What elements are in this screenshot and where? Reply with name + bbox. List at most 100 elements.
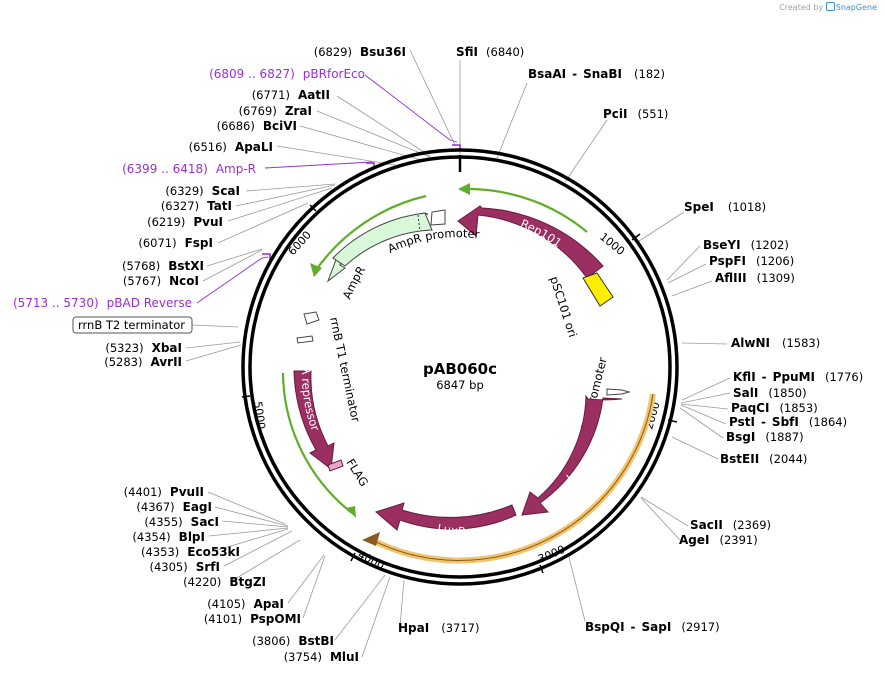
site-pvui-pos: (6219) bbox=[147, 215, 185, 229]
lambda-repressor-arrow[interactable] bbox=[293, 370, 335, 470]
svg-text:KflI-PpuMI(1776): KflI-PpuMI(1776) bbox=[733, 370, 863, 384]
svg-text:(6219)PvuI: (6219)PvuI bbox=[147, 215, 223, 229]
site-btgzi-pos: (4220) bbox=[183, 575, 221, 589]
site-xbai: XbaI bbox=[152, 341, 182, 355]
site-bcivi: BciVI bbox=[263, 119, 297, 133]
svg-text:(4355)SacI: (4355)SacI bbox=[144, 515, 219, 529]
svg-text:(4220)BtgZI: (4220) BtgZI bbox=[183, 575, 266, 589]
flag-tag[interactable] bbox=[327, 459, 344, 472]
tick-5000: 5000 bbox=[251, 401, 268, 431]
svg-text:(4401)PvuII: (4401) PvuII bbox=[124, 485, 204, 499]
site-zrai-pos: (6769) bbox=[239, 104, 277, 118]
site-sfii: SfiI bbox=[456, 45, 478, 59]
site-ppumi: PpuMI bbox=[773, 370, 815, 384]
snapgene-logo-icon bbox=[825, 2, 835, 11]
site-saci: SacI bbox=[191, 515, 219, 529]
left-site-labels: (6829)Bsu36I (6771)AatII (6769)ZraI (668… bbox=[104, 45, 406, 664]
green-track-arrowheads bbox=[310, 183, 470, 518]
svg-text:BspQI-SapI(2917): BspQI-SapI(2917) bbox=[585, 620, 720, 634]
site-bsgi-pos: (1887) bbox=[765, 430, 803, 444]
site-pvuii-pos: (4401) bbox=[124, 485, 162, 499]
svg-text:(4353)Eco53kI: (4353) Eco53kI bbox=[141, 545, 240, 559]
site-spei: SpeI bbox=[684, 200, 714, 214]
site-apali: ApaLI bbox=[235, 140, 273, 154]
svg-text:PaqCI(1853): PaqCI(1853) bbox=[731, 401, 818, 415]
svg-text:SalI(1850): SalI(1850) bbox=[733, 386, 807, 400]
green-track-top bbox=[469, 187, 588, 233]
green-track-left bbox=[281, 372, 353, 514]
svg-text:(6329)ScaI: (6329)ScaI bbox=[165, 184, 240, 198]
rep101-arrow[interactable] bbox=[457, 205, 604, 279]
primer-pbadrev: pBAD Reverse bbox=[107, 296, 192, 310]
site-apai: ApaI bbox=[254, 597, 284, 611]
rrnb-t1-terminator[interactable] bbox=[303, 311, 320, 325]
primer-labels: (6809 .. 6827)pBRforEco (6399 .. 6418)Am… bbox=[13, 67, 365, 310]
site-agei: AgeI bbox=[679, 533, 709, 547]
svg-text:BsaAI-SnaBI(182): BsaAI-SnaBI(182) bbox=[528, 67, 665, 81]
lac-promoter-arrow[interactable] bbox=[606, 388, 631, 396]
site-kfli: KflI bbox=[733, 370, 756, 384]
site-bspqi: BspQI bbox=[585, 620, 625, 634]
site-afliii: AflIII bbox=[715, 271, 747, 285]
site-pcii-pos: (551) bbox=[638, 107, 669, 121]
site-bseyi-pos: (1202) bbox=[751, 238, 789, 252]
site-pcii: PciI bbox=[603, 107, 628, 121]
svg-text:(5323)XbaI: (5323)XbaI bbox=[105, 341, 182, 355]
primer-pbrforeco: pBRforEco bbox=[303, 67, 365, 81]
svg-text:(4105)ApaI: (4105)ApaI bbox=[207, 597, 284, 611]
primer-ampr-range: (6399 .. 6418) bbox=[122, 162, 208, 176]
svg-text:(4101)PspOMI: (4101)PspOMI bbox=[204, 612, 301, 626]
psc101-ori[interactable] bbox=[582, 272, 614, 307]
site-sfii-pos: (6840) bbox=[486, 45, 524, 59]
site-btgzi: BtgZI bbox=[229, 575, 266, 589]
svg-text:SpeI(1018): SpeI(1018) bbox=[684, 200, 766, 214]
site-bsteii: BstEII bbox=[720, 452, 759, 466]
site-eco53ki: Eco53kI bbox=[187, 545, 240, 559]
site-bsteii-pos: (2044) bbox=[769, 452, 807, 466]
site-apali-pos: (6516) bbox=[189, 140, 227, 154]
site-pspomi: PspOMI bbox=[250, 612, 301, 626]
site-hpai-pos: (3717) bbox=[441, 621, 479, 635]
site-tati-pos: (6327) bbox=[161, 199, 199, 213]
plasmid-length: 6847 bp bbox=[436, 378, 484, 392]
ampr-promoter-arrow[interactable] bbox=[430, 209, 446, 226]
site-bspqi-pos: (2917) bbox=[681, 620, 719, 634]
svg-text:(5283)AvrII: (5283)AvrII bbox=[104, 355, 182, 369]
svg-text:AlwNI(1583): AlwNI(1583) bbox=[731, 336, 820, 350]
site-hpai: HpaI bbox=[398, 621, 429, 635]
luxb-arrow[interactable] bbox=[374, 502, 517, 531]
site-eagi-pos: (4367) bbox=[136, 500, 174, 514]
rrnb-t2-label-box[interactable] bbox=[72, 316, 193, 334]
site-eco53ki-pos: (4353) bbox=[141, 545, 179, 559]
site-mlui-pos: (3754) bbox=[284, 650, 322, 664]
svg-text:(6829)Bsu36I: (6829)Bsu36I bbox=[314, 45, 406, 59]
svg-text:(4305)SrfI: (4305) SrfI bbox=[150, 560, 221, 574]
site-aatii: AatII bbox=[298, 88, 330, 102]
svg-text:BsgI(1887): BsgI (1887) bbox=[726, 430, 804, 444]
credit-brand: SnapGene bbox=[835, 3, 877, 12]
site-ncoi-pos: (5767) bbox=[123, 274, 161, 288]
svg-text:(5767)NcoI: (5767)NcoI bbox=[123, 274, 199, 288]
site-srfi: SrfI bbox=[196, 560, 220, 574]
site-bsgi: BsgI bbox=[726, 430, 755, 444]
green-tracks bbox=[281, 187, 588, 514]
svg-text:(6809 .. 6827)pBRforEco: (6809 .. 6827)pBRforEco bbox=[209, 67, 365, 81]
svg-text:BstEII(2044): BstEII (2044) bbox=[720, 452, 807, 466]
site-srfi-pos: (4305) bbox=[150, 560, 188, 574]
luxa-arrow[interactable] bbox=[521, 394, 623, 516]
orange-track bbox=[370, 393, 656, 564]
site-avrii: AvrII bbox=[150, 355, 182, 369]
site-sali: SalI bbox=[733, 386, 758, 400]
svg-text:PciI(551): PciI (551) bbox=[603, 107, 668, 121]
site-bstbi: BstBI bbox=[298, 634, 334, 648]
feature-label-rrnb-t2: rrnB T2 terminator bbox=[78, 318, 185, 332]
svg-text:(6771)AatII: (6771)AatII bbox=[252, 88, 330, 102]
svg-text:(6399 .. 6418)Amp-R: (6399 .. 6418)Amp-R bbox=[122, 162, 256, 176]
svg-text:PspFI(1206): PspFI(1206) bbox=[709, 254, 794, 268]
site-pvuii: PvuII bbox=[170, 485, 204, 499]
site-bstxi-pos: (5768) bbox=[122, 259, 160, 273]
site-bstxi: BstXI bbox=[168, 259, 204, 273]
svg-text:(5713 .. 5730)pBAD Reverse: (5713 .. 5730)pBAD Reverse bbox=[13, 296, 192, 310]
svg-text:PstI-SbfI(1864): PstI-SbfI(1864) bbox=[729, 415, 847, 429]
